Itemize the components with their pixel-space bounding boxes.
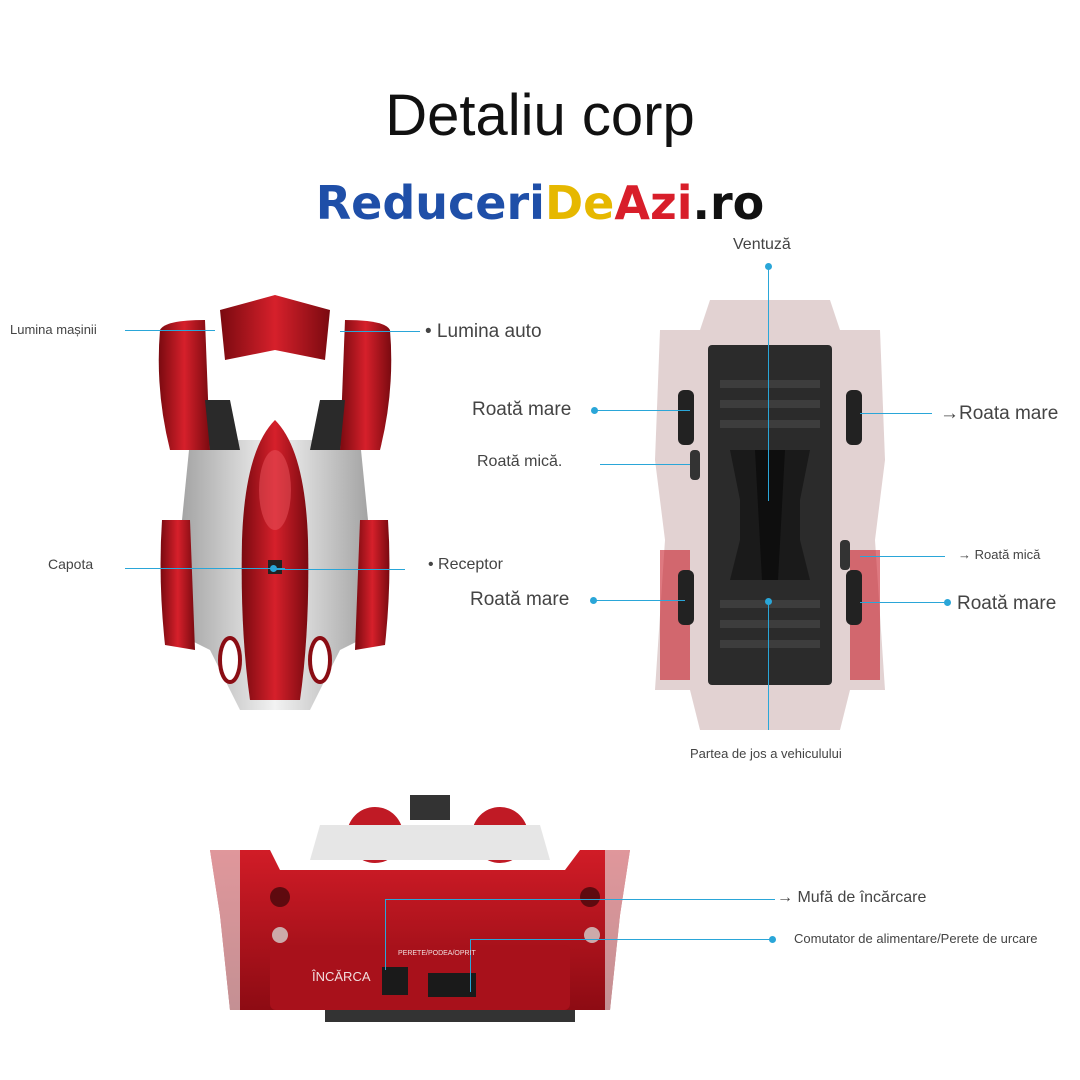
brand-part-reduceri: Reduceri — [315, 176, 545, 230]
label-ventuza: Ventuză — [733, 236, 791, 253]
label-switch-positions: PERETE/PODEA/OPRIT — [398, 950, 476, 957]
label-receptor: • Receptor — [428, 556, 503, 573]
label-roata-mare-top-left: Roată mare — [472, 399, 572, 420]
label-roata-mare-bottom-left: Roată mare — [470, 589, 570, 610]
car-top-view — [158, 295, 392, 710]
label-capota: Capota — [48, 556, 94, 572]
brand-part-de: De — [544, 176, 615, 230]
label-lumina-masinii: Lumina mașinii — [10, 322, 97, 337]
label-comutator: Comutator de alimentare/Perete de urcare — [794, 931, 1038, 946]
label-roata-mica-right: → Roată mică — [958, 547, 1041, 562]
label-roata-mare-bottom-right: Roată mare — [957, 593, 1057, 614]
label-lumina-auto: • Lumina auto — [425, 321, 542, 342]
label-roata-mare-top-right: →Roata mare — [940, 403, 1059, 424]
label-incarca: ÎNCĂRCA — [312, 969, 371, 984]
label-roata-mica-left: Roată mică. — [477, 453, 563, 470]
page-title: Detaliu corp — [385, 83, 695, 148]
brand-part-azi: Azi — [614, 176, 693, 230]
label-partea-jos: Partea de jos a vehiculului — [690, 746, 842, 761]
brand-part-ro: .ro — [692, 176, 765, 230]
brand-logo: ReduceriDeAzi.ro — [0, 176, 1080, 230]
label-mufa-incarcare: → Mufă de încărcare — [777, 889, 927, 906]
car-bottom-view — [655, 300, 885, 730]
car-rear-view — [210, 795, 630, 1022]
